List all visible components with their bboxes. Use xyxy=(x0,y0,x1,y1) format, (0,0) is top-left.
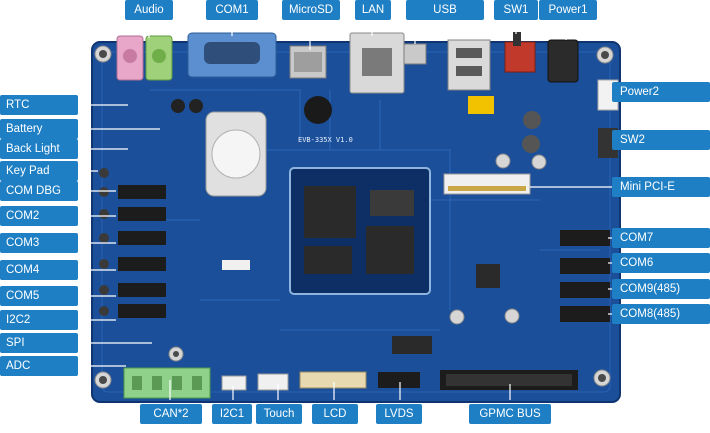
label-com5: COM5 xyxy=(0,286,78,306)
label-microsd: MicroSD xyxy=(282,0,340,20)
label-usb: USB xyxy=(406,0,484,20)
label-lcd: LCD xyxy=(312,404,358,424)
label-lvds: LVDS xyxy=(376,404,422,424)
lvds-connector xyxy=(378,372,420,388)
left-headers xyxy=(118,185,166,318)
label-battery: Battery xyxy=(0,119,78,139)
label-power1: Power1 xyxy=(539,0,597,20)
label-back-light: Back Light xyxy=(0,139,78,159)
right-headers xyxy=(560,230,610,322)
label-touch: Touch xyxy=(256,404,302,424)
label-adc: ADC xyxy=(0,356,78,376)
label-com7: COM7 xyxy=(612,228,710,248)
label-com4: COM4 xyxy=(0,260,78,280)
label-gpmc-bus: GPMC BUS xyxy=(469,404,551,424)
i2c1-connector xyxy=(221,375,247,391)
label-com-dbg: COM DBG xyxy=(0,181,78,201)
lcd-connector xyxy=(299,371,367,389)
board-silkscreen: EVB-335X V1.0 xyxy=(298,136,353,144)
label-com1: COM1 xyxy=(206,0,258,20)
label-key-pad: Key Pad xyxy=(0,161,78,181)
label-com6: COM6 xyxy=(612,253,710,273)
label-sw1: SW1 xyxy=(494,0,538,20)
mini-usb xyxy=(403,43,427,65)
label-rtc: RTC xyxy=(0,95,78,115)
label-sw2: SW2 xyxy=(612,130,710,150)
label-com2: COM2 xyxy=(0,206,78,226)
label-lan: LAN xyxy=(355,0,391,20)
leader-lines xyxy=(78,20,618,400)
label-power2: Power2 xyxy=(612,82,710,102)
usb-host xyxy=(447,39,491,91)
label-mini-pcie: Mini PCI-E xyxy=(612,177,710,197)
label-com9-485: COM9(485) xyxy=(612,279,710,299)
touch-connector xyxy=(257,373,289,391)
label-com8-485: COM8(485) xyxy=(612,304,710,324)
label-audio: Audio xyxy=(125,0,173,20)
label-can2: CAN*2 xyxy=(140,404,202,424)
label-spi: SPI xyxy=(0,333,78,353)
yellow-cap xyxy=(468,96,494,114)
label-i2c1: I2C1 xyxy=(212,404,252,424)
label-i2c2: I2C2 xyxy=(0,310,78,330)
buzzer xyxy=(304,96,332,124)
power-jack xyxy=(547,39,579,83)
sw1-switch xyxy=(504,41,536,73)
label-com3: COM3 xyxy=(0,233,78,253)
